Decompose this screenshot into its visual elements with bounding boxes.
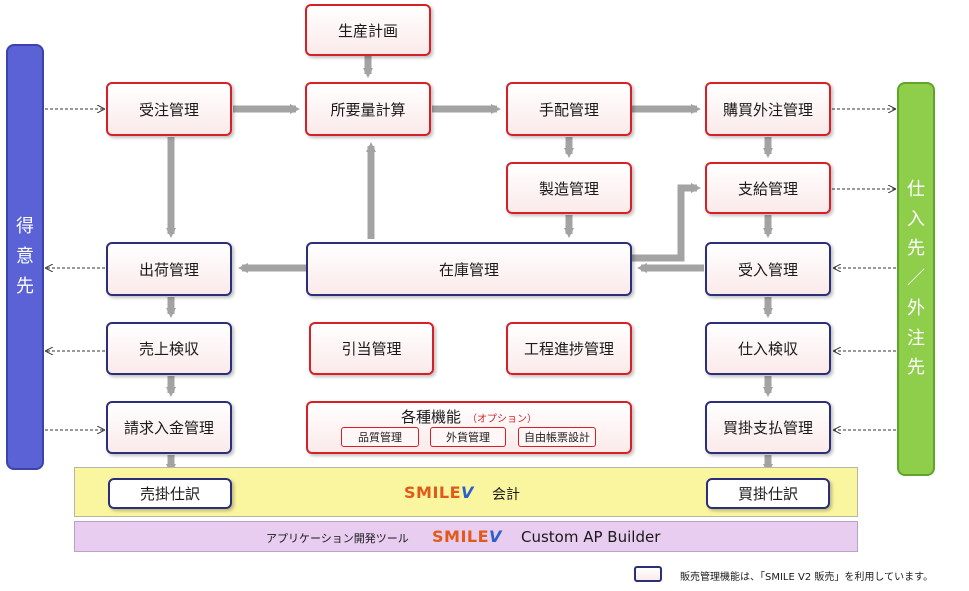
payables-box[interactable]: 買掛支払管理: [705, 401, 831, 454]
options-note: （オプション）: [467, 414, 537, 425]
option-quality[interactable]: 品質管理: [341, 427, 419, 447]
supplier-char: 先: [907, 238, 925, 260]
manufacturing-box[interactable]: 製造管理: [506, 162, 632, 214]
options-title: 各種機能: [400, 408, 461, 426]
allocation-box[interactable]: 引当管理: [309, 322, 434, 375]
production-plan-box[interactable]: 生産計画: [305, 4, 431, 56]
purchase-inspection-box[interactable]: 仕入検収: [705, 322, 831, 375]
sales-inspection-box[interactable]: 売上検収: [106, 322, 232, 375]
options-title-row: 各種機能 （オプション）: [401, 406, 537, 427]
supplier-char: 仕: [907, 179, 925, 201]
receiving-box[interactable]: 受入管理: [705, 242, 831, 296]
customer-char: 先: [16, 275, 34, 297]
arrangement-box[interactable]: 手配管理: [506, 82, 632, 136]
inventory-box[interactable]: 在庫管理: [306, 242, 632, 296]
supplier-char: ／: [907, 268, 925, 290]
accounting-label: 会計: [492, 487, 520, 503]
shipping-box[interactable]: 出荷管理: [106, 242, 232, 296]
order-receiving-box[interactable]: 受注管理: [106, 82, 232, 136]
option-custom-forms[interactable]: 自由帳票設計: [518, 427, 596, 447]
mrp-box[interactable]: 所要量計算: [305, 82, 431, 136]
dev-tool-label: Custom AP Builder: [521, 528, 661, 546]
supplier-char: 注: [907, 327, 925, 349]
dev-tool-band: [74, 521, 858, 552]
smile-logo-accounting: SMILEV: [404, 483, 474, 502]
option-foreign-currency[interactable]: 外貨管理: [430, 427, 506, 447]
customer-char: 意: [16, 246, 34, 268]
purchase-outsourcing-box[interactable]: 購買外注管理: [705, 82, 831, 136]
supplier-char: 先: [907, 357, 925, 379]
customer-char: 得: [16, 216, 34, 238]
smile-logo-tool: SMILEV: [432, 527, 502, 546]
legend-swatch: [634, 566, 662, 582]
supplier-char: 入: [907, 208, 925, 230]
supply-box[interactable]: 支給管理: [705, 162, 831, 214]
supplier-panel: 仕 入 先 ／ 外 注 先: [897, 82, 935, 476]
dev-tool-prefix: アプリケーション開発ツール: [266, 532, 409, 545]
ap-journal-box[interactable]: 買掛仕訳: [706, 478, 830, 509]
process-progress-box[interactable]: 工程進捗管理: [506, 322, 632, 375]
supplier-char: 外: [907, 297, 925, 319]
ar-journal-box[interactable]: 売掛仕訳: [108, 478, 232, 509]
customer-panel: 得 意 先: [6, 44, 44, 470]
legend-text: 販売管理機能は、「SMILE V2 販売」を利用しています。: [680, 572, 934, 583]
billing-box[interactable]: 請求入金管理: [106, 401, 232, 454]
